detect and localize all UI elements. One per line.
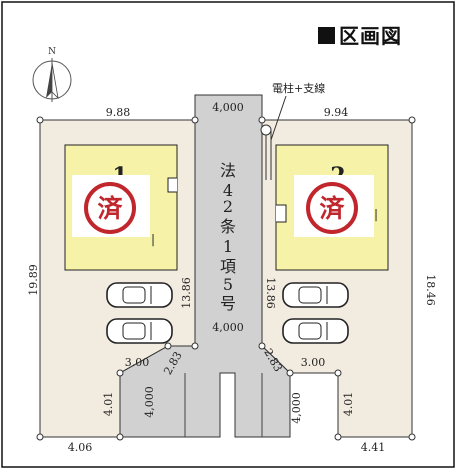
dim-lot2-road-side: 13.86 [264, 277, 277, 309]
dim-lot1-branch-top: 3.00 [125, 356, 150, 369]
lot-2-sold-stamp: 済 [306, 182, 358, 234]
dim-road-mid: 4,000 [212, 321, 244, 334]
lot-1-sold-stamp: 済 [84, 182, 136, 234]
svg-text:条: 条 [220, 217, 236, 236]
svg-text:済: 済 [97, 194, 123, 223]
dim-lot2-top: 9.94 [324, 106, 349, 119]
utility-pole-label: 電柱+支線 [272, 81, 325, 95]
dim-lot1-road-side: 13.86 [180, 277, 193, 309]
house-2-stair-mark: | [374, 207, 378, 221]
compass-north-label: N [48, 47, 56, 57]
dim-lot2-right: 18.46 [424, 274, 437, 306]
svg-text:法: 法 [220, 161, 236, 180]
dim-right-branch-width: 4,000 [290, 392, 303, 424]
road-area [119, 94, 291, 438]
svg-text:号: 号 [220, 294, 236, 313]
house-1-stair-mark: | [151, 232, 155, 246]
svg-text:4: 4 [223, 181, 233, 200]
dim-left-branch-width: 4,000 [143, 386, 156, 418]
car-icon-lot2-b [282, 318, 349, 344]
svg-text:2: 2 [223, 197, 233, 216]
svg-text:5: 5 [223, 275, 233, 294]
svg-text:項: 項 [220, 257, 236, 276]
compass-icon: N [32, 47, 72, 102]
dim-lot1-top: 9.88 [106, 106, 131, 119]
dim-lot2-branch-side: 4.01 [342, 392, 355, 417]
svg-text:済: 済 [319, 194, 345, 223]
house-1-entrance [167, 177, 177, 193]
boundary-markers [36, 116, 416, 441]
house-2-entrance [276, 204, 287, 223]
title-square-icon [318, 27, 335, 44]
dim-road-top: 4,000 [212, 101, 244, 114]
dim-lot1-left: 19.89 [27, 264, 40, 296]
dim-lot2-bottom: 4.41 [361, 441, 386, 454]
road-regulation-label: 法 4 2 条 1 項 5 号 [220, 161, 236, 313]
dim-lot1-bottom: 4.06 [68, 441, 93, 454]
car-icon-lot1-b [106, 318, 173, 344]
dim-lot2-branch-top: 3.00 [301, 356, 326, 369]
page-title: 区画図 [318, 20, 440, 48]
car-icon-lot1-a [106, 282, 173, 308]
svg-text:1: 1 [223, 237, 233, 256]
car-icon-lot2-a [282, 282, 349, 308]
dim-lot1-branch-side: 4.01 [102, 392, 115, 417]
utility-pole-icon [260, 95, 287, 180]
